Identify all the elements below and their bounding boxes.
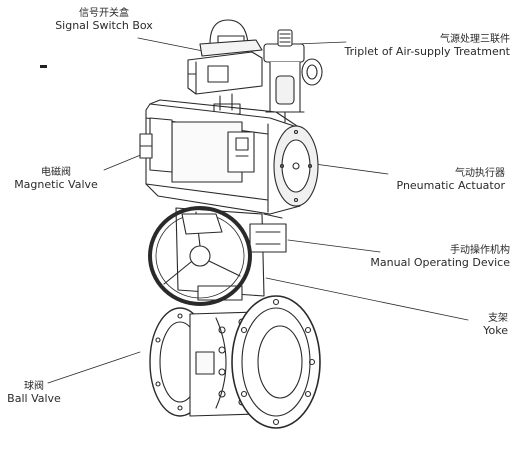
label-signal-switch-box: 信号开关盒 Signal Switch Box xyxy=(36,8,172,32)
label-manual-operating-device: 手动操作机构 Manual Operating Device xyxy=(360,245,510,269)
manual-handwheel xyxy=(148,206,252,306)
label-ball-valve: 球阀 Ball Valve xyxy=(4,381,64,405)
label-signal-switch-box-zh: 信号开关盒 xyxy=(79,8,129,19)
pneumatic-actuator-body xyxy=(145,99,319,215)
label-yoke: 支架 Yoke xyxy=(448,313,508,337)
label-air-supply-triplet-en: Triplet of Air-supply Treatment xyxy=(344,44,510,58)
label-magnetic-valve: 电磁阀 Magnetic Valve xyxy=(4,167,108,191)
leader-ball-valve xyxy=(47,351,141,384)
label-pneumatic-actuator-en: Pneumatic Actuator xyxy=(396,178,506,192)
leader-yoke xyxy=(265,277,469,321)
signal-switch-box xyxy=(187,19,263,115)
label-yoke-zh: 支架 xyxy=(488,313,508,324)
label-manual-operating-device-en: Manual Operating Device xyxy=(370,255,510,269)
label-ball-valve-zh: 球阀 xyxy=(24,381,44,392)
label-ball-valve-en: Ball Valve xyxy=(7,391,61,405)
label-air-supply-triplet: 气源处理三联件 Triplet of Air-supply Treatment xyxy=(340,34,510,58)
leader-manual-operating-device xyxy=(287,239,381,253)
air-supply-triplet-unit xyxy=(263,29,323,123)
label-pneumatic-actuator: 气动执行器 Pneumatic Actuator xyxy=(385,168,506,192)
label-manual-operating-device-zh: 手动操作机构 xyxy=(450,245,510,256)
leader-lines xyxy=(47,37,469,384)
label-signal-switch-box-en: Signal Switch Box xyxy=(55,18,153,32)
label-air-supply-triplet-zh: 气源处理三联件 xyxy=(440,34,510,45)
leader-air-supply-triplet xyxy=(295,41,347,45)
label-magnetic-valve-zh: 电磁阀 xyxy=(41,167,71,178)
label-magnetic-valve-en: Magnetic Valve xyxy=(14,177,98,191)
label-yoke-en: Yoke xyxy=(483,323,508,337)
ball-valve-body xyxy=(149,295,321,429)
leader-signal-switch-box xyxy=(137,37,209,53)
stray-mark xyxy=(40,65,47,68)
label-pneumatic-actuator-zh: 气动执行器 xyxy=(455,168,505,179)
magnetic-valve xyxy=(139,117,173,173)
